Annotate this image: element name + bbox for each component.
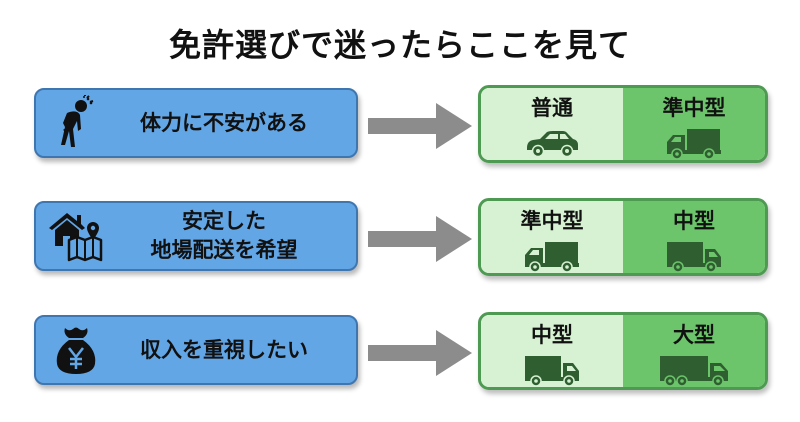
medium-truck-icon bbox=[525, 356, 579, 387]
arrow-right-icon bbox=[368, 103, 472, 149]
arrow-right-icon bbox=[368, 216, 472, 262]
small-truck-icon bbox=[525, 242, 579, 273]
license-option: 大型 bbox=[623, 315, 765, 387]
tired-person-icon bbox=[36, 90, 116, 156]
license-option: 中型 bbox=[623, 201, 765, 273]
recommendation-row-1: 体力に不安がある 普通 準中型 bbox=[0, 85, 800, 165]
condition-label: 収入を重視したい bbox=[116, 336, 356, 365]
license-name: 大型 bbox=[673, 323, 715, 347]
yen-money-bag-icon bbox=[36, 317, 116, 383]
page-title: 免許選びで迷ったらここを見て bbox=[168, 26, 631, 64]
license-name: 中型 bbox=[673, 209, 715, 233]
recommendation-row-2: 安定した 地場配送を希望 準中型 中型 bbox=[0, 198, 800, 278]
license-options: 中型 大型 bbox=[478, 312, 768, 390]
license-option: 中型 bbox=[481, 315, 623, 387]
license-name: 準中型 bbox=[520, 209, 584, 233]
condition-text-line: 収入を重視したい bbox=[140, 337, 308, 362]
condition-text-line: 体力に不安がある bbox=[140, 110, 308, 135]
condition-label: 体力に不安がある bbox=[116, 109, 356, 138]
small-truck-icon bbox=[667, 129, 721, 160]
condition-box: 収入を重視したい bbox=[34, 315, 358, 385]
condition-label: 安定した 地場配送を希望 bbox=[116, 207, 356, 265]
license-name: 普通 bbox=[531, 96, 573, 120]
license-name: 中型 bbox=[531, 323, 573, 347]
condition-box: 体力に不安がある bbox=[34, 88, 358, 158]
license-options: 準中型 中型 bbox=[478, 198, 768, 276]
medium-truck-icon bbox=[667, 242, 721, 273]
recommendation-row-3: 収入を重視したい 中型 大型 bbox=[0, 312, 800, 392]
condition-text-line: 安定した bbox=[182, 209, 266, 233]
condition-text-line: 地場配送を希望 bbox=[150, 238, 298, 262]
car-icon bbox=[527, 131, 578, 158]
license-option: 普通 bbox=[481, 88, 623, 160]
license-option: 準中型 bbox=[623, 88, 765, 160]
condition-box: 安定した 地場配送を希望 bbox=[34, 201, 358, 271]
home-map-icon bbox=[36, 203, 116, 269]
large-truck-icon bbox=[660, 356, 728, 387]
license-options: 普通 準中型 bbox=[478, 85, 768, 163]
license-option: 準中型 bbox=[481, 201, 623, 273]
arrow-right-icon bbox=[368, 330, 472, 376]
license-name: 準中型 bbox=[662, 96, 726, 120]
